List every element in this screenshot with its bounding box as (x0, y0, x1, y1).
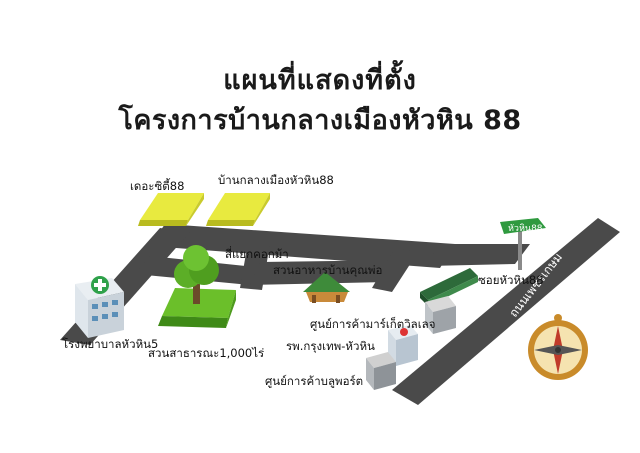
label-restaurant: สวนอาหารบ้านคุณพ่อ (273, 263, 383, 277)
road-main-horizontal (150, 224, 455, 268)
label-bangkok-hospital: รพ.กรุงเทพ-หัวหิน (286, 339, 375, 353)
hospital-icon-bangkok (388, 325, 418, 366)
road-soi-connector (428, 244, 530, 266)
map-title-line2: โครงการบ้านกลางเมืองหัวหิน 88 (118, 105, 522, 136)
compass-icon (528, 314, 588, 380)
label-project: บ้านกลางเมืองหัวหิน88 (218, 173, 334, 187)
lot-project (206, 193, 270, 226)
label-soi: ซอยหัวหิน88 (478, 273, 544, 287)
shopping-building-icon (366, 352, 396, 390)
label-bluport: ศูนย์การค้าบลูพอร์ต (265, 374, 364, 388)
label-park: สวนสาธารณะ1,000ไร่ (148, 346, 265, 360)
label-the-city: เดอะซิตี้88 (130, 179, 185, 193)
lot-the-city (138, 193, 204, 226)
road-right-vertical (372, 248, 418, 292)
road-highway (392, 218, 620, 405)
label-hospital: โรงพยาบาลหัวหิน5 (62, 337, 159, 351)
map-title-line1: แผนที่แสดงที่ตั้ง (223, 65, 417, 96)
road-network (60, 218, 620, 405)
signpost-icon: หัวหิน88 (500, 218, 546, 270)
building-icon (425, 296, 456, 334)
hospital-building-icon (75, 276, 124, 338)
label-intersection: สี่แยกคอกม้า (225, 247, 289, 261)
pavilion-icon (303, 272, 350, 303)
tree-icon (174, 245, 219, 304)
label-market: ศูนย์การค้ามาร์เก็ตวิลเลจ (310, 317, 436, 331)
sign-text: หัวหิน88 (508, 223, 543, 234)
road-right-loop (250, 260, 408, 285)
